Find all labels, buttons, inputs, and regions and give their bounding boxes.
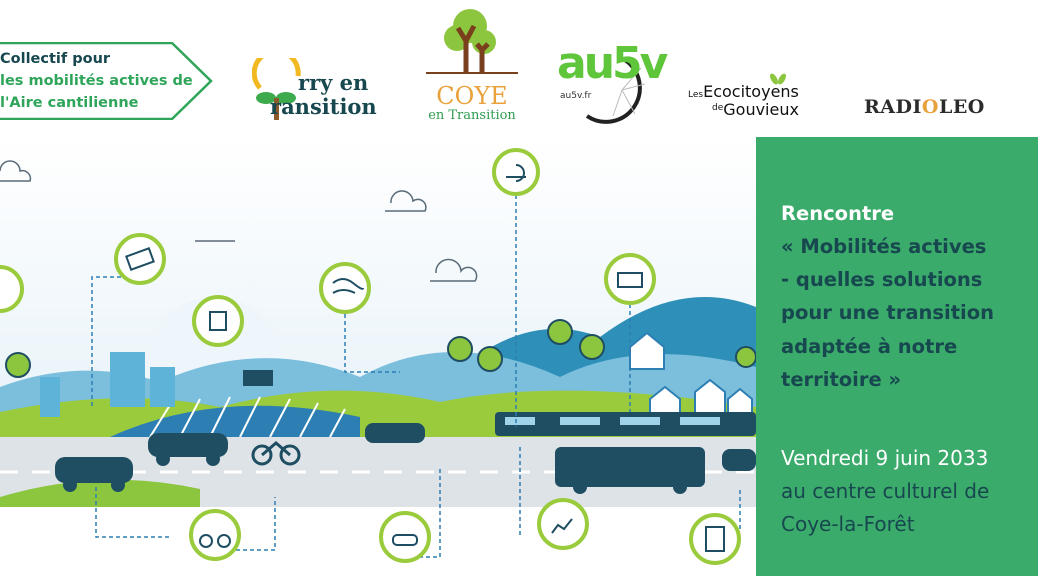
tree-icon [426, 9, 518, 74]
event-info-panel: Rencontre « Mobilités actives - quelles … [756, 137, 1038, 576]
event-place-line2: Coye-la-Forêt [781, 512, 915, 536]
event-title-line2: - quelles solutions [781, 268, 983, 291]
worker-icon [492, 148, 540, 196]
feature-icons [0, 148, 741, 565]
event-title-line1: « Mobilités actives [781, 235, 987, 258]
orry-en-transition-logo: rry en ransition [252, 58, 387, 124]
ticket-icon [114, 233, 166, 285]
bicycle-wheel-icon [585, 58, 646, 124]
vehicles [55, 370, 756, 494]
eco-line2: Gouvieux [723, 100, 799, 119]
trees [5, 319, 756, 378]
event-title-line4: adaptée à notre [781, 335, 958, 358]
ecocitoyens-logo: LesEcocitoyens deGouvieux [688, 73, 833, 124]
au5v-logo: au5v au5v.fr [555, 38, 668, 124]
sprout-icon [252, 58, 301, 120]
arrow-frame-icon [0, 42, 213, 120]
analytics-icon [537, 498, 589, 550]
eco-pre: Les [688, 90, 704, 100]
event-date: Vendredi 9 juin 2033 [781, 446, 989, 470]
eco-line1: Ecocitoyens [703, 82, 799, 101]
wind-icon [319, 262, 371, 314]
crop-field [110, 396, 360, 442]
buildings [40, 352, 175, 417]
radio-o: O [921, 96, 939, 118]
document-icon [689, 513, 741, 565]
event-title-line5: territoire » [781, 368, 902, 391]
orry-line2: ransition [270, 94, 377, 119]
bicycle-rider [251, 441, 301, 466]
collectif-line2: les mobilités actives de [0, 73, 193, 89]
event-kicker: Rencontre [781, 202, 895, 225]
au5v-mark: au5v [557, 38, 668, 89]
cloud-icons [0, 160, 478, 282]
orry-line1: rry en [298, 70, 369, 95]
coye-line1: COYE [436, 82, 508, 110]
houses [629, 331, 753, 420]
event-title-line3: pour une transition [781, 301, 994, 324]
radioleo-logo: RADIOLEO [864, 96, 985, 118]
charging-station-icon [192, 295, 244, 347]
leaf-icon [770, 73, 786, 85]
cyclist-icon [189, 509, 241, 561]
collectif-logo: Collectif pour les mobilités actives de … [0, 42, 214, 120]
collectif-line3: l'Aire cantilienne [0, 95, 139, 111]
coye-en-transition-logo: COYE en Transition [422, 6, 522, 124]
electric-car-icon [379, 511, 431, 563]
collectif-line1: Collectif pour [0, 51, 111, 67]
radio-a: RADI [864, 96, 922, 118]
eco-pre2: de [712, 103, 724, 113]
au5v-url: au5v.fr [560, 91, 592, 101]
logo-header: Collectif pour les mobilités actives de … [0, 0, 1038, 137]
train [495, 412, 756, 436]
multimodal-icon [604, 253, 656, 305]
coye-line2: en Transition [428, 108, 516, 123]
event-place-line1: au centre culturel de [781, 479, 990, 503]
radio-c: LEO [938, 96, 985, 118]
mobility-illustration [0, 137, 756, 576]
